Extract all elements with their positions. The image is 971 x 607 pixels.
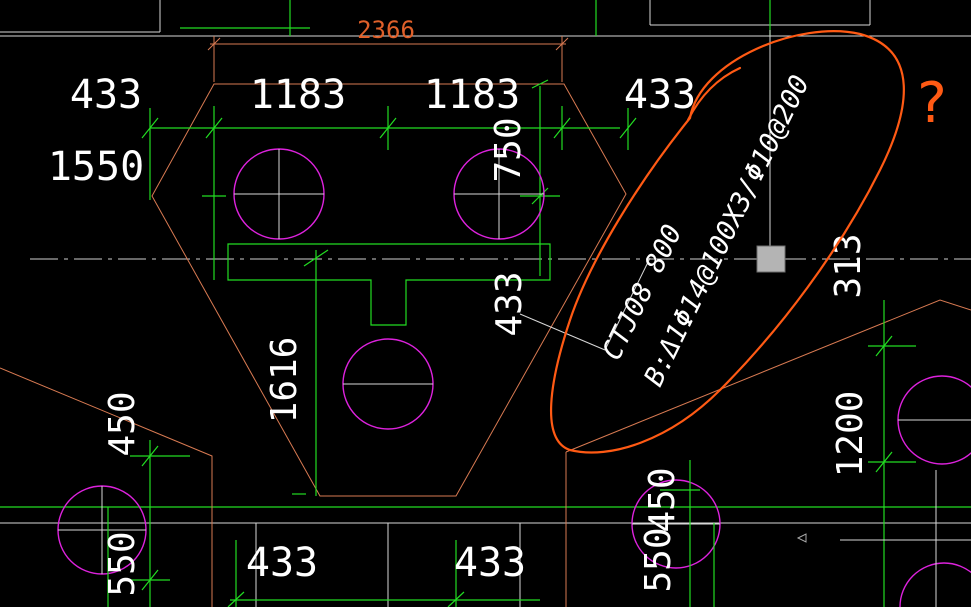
right-side-lines: [660, 30, 971, 607]
dimension-text-1550: 1550: [48, 144, 144, 190]
pile-top-left: [233, 148, 325, 240]
neighbor-cap-right: [565, 299, 971, 453]
bottom-columns: [227, 523, 540, 607]
markup-ellipse: [549, 30, 905, 454]
dimension-text-433-bottom-right: 433: [454, 540, 526, 586]
dimension-text-1183-right: 1183: [424, 72, 520, 118]
lower-left-dimension-lines: [107, 440, 190, 607]
markup-question-mark: ?: [917, 71, 947, 136]
dimension-text-450-right: 450: [642, 467, 683, 532]
markup-check-stroke: [686, 66, 742, 122]
pile-lower-left: [57, 485, 147, 575]
dimension-2366: 2366: [207, 16, 569, 82]
grip-handle[interactable]: [756, 245, 786, 273]
dimension-text-1616: 1616: [264, 337, 305, 424]
dimension-text-433-upper-left: 433: [70, 72, 142, 118]
pile-bottom-right-partial: [899, 562, 971, 607]
cap-dimension-lines: [141, 79, 637, 496]
dimension-text-550-right: 550: [638, 527, 679, 592]
neighbor-cap-left: [0, 367, 213, 607]
dimension-text-313: 313: [828, 233, 869, 298]
dimension-text-433-bottom-left: 433: [246, 540, 318, 586]
pile-top-right: [453, 148, 545, 240]
dimension-text-433-vertical: 433: [489, 271, 530, 336]
beam-t-shape: [227, 243, 551, 326]
dimension-text-1200: 1200: [830, 391, 871, 478]
dimension-text-433-upper-right: 433: [624, 72, 696, 118]
annotation-leader: [519, 257, 651, 351]
dimension-text-1183-left: 1183: [250, 72, 346, 118]
small-triangle-marker: [796, 533, 807, 543]
dimension-text-450-left: 450: [102, 391, 143, 456]
dimension-text-750: 750: [488, 117, 529, 182]
pile-cap-outline: [151, 83, 627, 497]
dimension-text-550-left: 550: [102, 531, 143, 596]
dimension-text-2366: 2366: [357, 16, 415, 44]
pile-far-right: [897, 375, 971, 465]
pile-lower-right: [631, 479, 721, 569]
top-frame-lines: [0, 0, 971, 37]
pile-bottom-center: [342, 338, 434, 430]
